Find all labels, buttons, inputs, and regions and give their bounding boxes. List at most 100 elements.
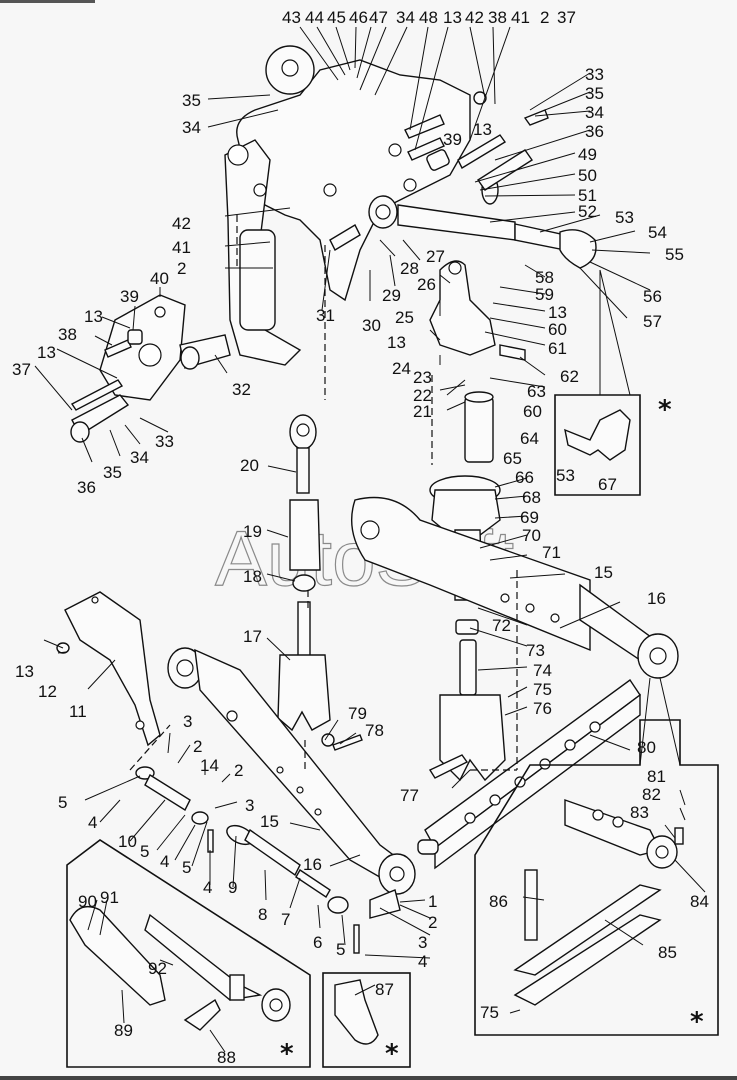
label-29: 29 [382,286,401,305]
inset-star-marker: * [385,1039,399,1069]
label-12: 12 [38,682,57,701]
label-55: 55 [665,245,684,264]
turnbuckle-8 [244,828,301,877]
label-60: 60 [523,402,542,421]
pin-86 [524,869,538,941]
lift-rod-assembly [277,414,363,751]
label-59: 59 [535,285,554,304]
label-61: 61 [548,339,567,358]
label-22: 22 [413,386,432,405]
label-31: 31 [316,306,335,325]
label-21: 21 [413,402,432,421]
label-91: 91 [100,888,119,907]
label-37: 37 [12,360,31,379]
label-81: 81 [647,767,666,786]
inset-lower-link-end [66,839,311,1068]
label-82: 82 [642,785,661,804]
label-39: 39 [443,130,462,149]
turnbuckle-19 [289,499,321,571]
top-edge-bar [0,0,95,3]
label-40: 40 [150,269,169,288]
label-35: 35 [182,91,201,110]
top-link [368,175,597,269]
label-64: 64 [520,429,539,448]
upper-pins [404,91,549,191]
label-53: 53 [615,208,634,227]
label-34: 34 [396,8,415,27]
label-20: 20 [240,456,259,475]
label-68: 68 [522,488,541,507]
inset-hook-end [322,972,411,1068]
label-84: 84 [690,892,709,911]
label-38: 38 [488,8,507,27]
label-76: 76 [533,699,552,718]
label-48: 48 [419,8,438,27]
label-57: 57 [643,312,662,331]
top-link-hook [559,229,597,269]
label-37: 37 [557,8,576,27]
label-17: 17 [243,627,262,646]
label-30: 30 [362,316,381,335]
label-65: 65 [503,449,522,468]
label-4: 4 [418,952,427,971]
label-24: 24 [392,359,411,378]
label-16: 16 [647,589,666,608]
lift-arm-center [329,224,526,782]
label-33: 33 [585,65,604,84]
label-14: 14 [200,756,219,775]
label-9: 9 [228,878,237,897]
label-41: 41 [511,8,530,27]
label-8: 8 [258,905,267,924]
label-78: 78 [365,721,384,740]
check-chain-assembly [135,766,401,954]
threaded-rod-74 [459,639,477,696]
label-34: 34 [130,448,149,467]
label-4: 4 [160,852,169,871]
label-32: 32 [232,380,251,399]
label-41: 41 [172,238,191,257]
label-58: 58 [535,268,554,287]
label-13: 13 [548,303,567,322]
label-54: 54 [648,223,667,242]
label-39: 39 [120,287,139,306]
label-62: 62 [560,367,579,386]
label-5: 5 [182,858,191,877]
label-5: 5 [336,940,345,959]
label-70: 70 [522,526,541,545]
label-2: 2 [234,761,243,780]
label-6: 6 [313,933,322,952]
clevis-17 [277,654,331,732]
label-13: 13 [473,120,492,139]
left-bracket-assembly [70,294,231,443]
label-4: 4 [88,813,97,832]
inset-star-marker: * [658,395,672,425]
label-77: 77 [400,786,419,805]
label-50: 50 [578,166,597,185]
label-34: 34 [182,118,201,137]
label-1: 1 [428,892,437,911]
assembly-guide-lines [129,215,518,771]
label-28: 28 [400,259,419,278]
nut-18 [292,574,316,592]
sleeve-65 [464,396,494,463]
label-13: 13 [84,307,103,326]
label-13: 13 [15,662,34,681]
label-7: 7 [281,910,290,929]
label-10: 10 [118,832,137,851]
label-45: 45 [327,8,346,27]
label-36: 36 [77,478,96,497]
label-3: 3 [418,933,427,952]
label-66: 66 [515,468,534,487]
bracket-11 [56,591,161,747]
label-27: 27 [426,247,445,266]
label-67: 67 [598,475,617,494]
label-15: 15 [594,563,613,582]
label-79: 79 [348,704,367,723]
label-56: 56 [643,287,662,306]
label-83: 83 [630,803,649,822]
label-85: 85 [658,943,677,962]
label-19: 19 [243,522,262,541]
drawbar [417,679,641,870]
label-4: 4 [203,878,212,897]
